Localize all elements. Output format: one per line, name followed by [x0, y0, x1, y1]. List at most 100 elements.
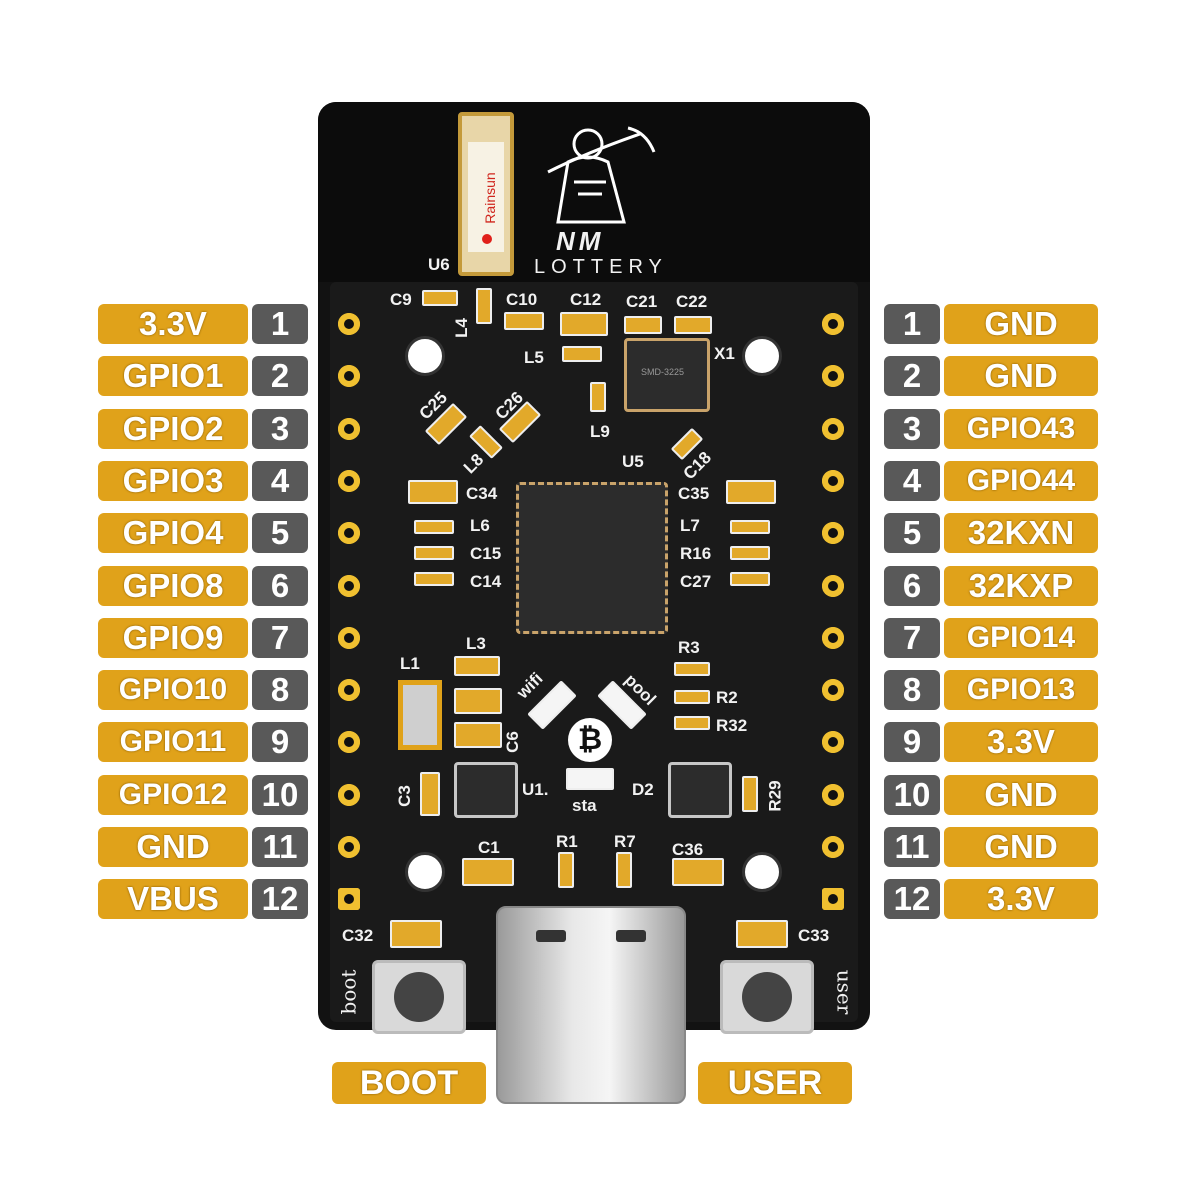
right-header-pad: [822, 469, 844, 492]
left-pin-label: GPIO2: [98, 408, 248, 449]
boot-button-cap[interactable]: [394, 972, 444, 1022]
silk-U6: U6: [428, 255, 450, 274]
right-pin-number: 7: [884, 617, 940, 658]
left-header-pad: [338, 417, 360, 440]
capacitor: [420, 772, 440, 816]
capacitor: [562, 346, 602, 362]
right-pin-number: 4: [884, 460, 940, 501]
left-header-pad: [338, 574, 360, 597]
capacitor: [672, 858, 724, 886]
right-pin-label: GND: [944, 304, 1098, 344]
silk-C32: C32: [342, 926, 374, 945]
right-pin-number: 10: [884, 774, 940, 815]
silk-L6: L6: [470, 516, 490, 535]
right-pin-label: 32KXN: [944, 513, 1098, 554]
left-header-pad: [338, 888, 360, 911]
capacitor: [504, 312, 544, 330]
left-pin-number: 10: [252, 774, 308, 815]
miner-logo-icon: [547, 126, 656, 224]
capacitor: [454, 656, 500, 676]
resistor: [616, 852, 632, 888]
ic-d2: [668, 762, 732, 818]
mounting-hole: [405, 852, 445, 892]
silk-R3: R3: [678, 638, 700, 657]
boot-button[interactable]: [372, 960, 466, 1034]
silk-D2: D2: [632, 780, 654, 799]
right-pin-number: 8: [884, 670, 940, 711]
left-pin-number: 8: [252, 670, 308, 711]
silk-C36: C36: [672, 840, 704, 859]
silk-C33: C33: [798, 926, 830, 945]
right-pin-number: 3: [884, 408, 940, 449]
right-pin-label: GPIO43: [944, 408, 1098, 449]
capacitor: [674, 316, 712, 334]
left-pin-number: 3: [252, 408, 308, 449]
left-pin-label: VBUS: [98, 879, 248, 920]
silk-L7: L7: [680, 516, 700, 535]
usb-c-connector[interactable]: [496, 906, 686, 1104]
right-pin-number: 2: [884, 356, 940, 397]
left-header-pad: [338, 731, 360, 754]
left-header-pad: [338, 313, 360, 335]
silk-user: user: [832, 969, 857, 1015]
silk-C3: C3: [394, 785, 414, 807]
silk-C27: C27: [680, 572, 712, 591]
silk-R2: R2: [716, 688, 738, 707]
antenna-brand: Rainsun: [482, 172, 498, 224]
silk-C12: C12: [570, 290, 602, 309]
silk-R16: R16: [680, 544, 712, 563]
capacitor: [462, 858, 514, 886]
user-button-cap[interactable]: [742, 972, 792, 1022]
left-pin-label: GPIO3: [98, 460, 248, 501]
right-pin-number: 11: [884, 827, 940, 867]
right-header-pad: [822, 783, 844, 806]
led-sta: [566, 768, 614, 790]
capacitor: [408, 480, 458, 504]
left-pin-number: 7: [252, 617, 308, 658]
user-button[interactable]: [720, 960, 814, 1034]
silk-R29: R29: [765, 780, 785, 812]
resistor: [742, 776, 758, 812]
boot-label: BOOT: [332, 1062, 486, 1104]
silk-C1: C1: [478, 838, 500, 857]
capacitor: [414, 546, 454, 560]
capacitor: [730, 546, 770, 560]
resistor: [674, 716, 710, 730]
right-header-pad: [822, 365, 844, 388]
mounting-hole: [742, 852, 782, 892]
user-label: USER: [698, 1062, 852, 1104]
capacitor: [414, 520, 454, 534]
capacitor: [414, 572, 454, 586]
silk-X1: X1: [714, 344, 735, 363]
left-header-pad: [338, 836, 360, 858]
capacitor: [730, 572, 770, 586]
right-header-pad: [822, 731, 844, 754]
right-pin-label: 3.3V: [944, 722, 1098, 763]
right-header-pad: [822, 626, 844, 649]
silk-L9: L9: [590, 422, 610, 441]
silk-boot: boot: [336, 969, 361, 1015]
capacitor: [726, 480, 776, 504]
right-pin-label: GND: [944, 356, 1098, 397]
capacitor: [454, 688, 502, 714]
right-header-pad: [822, 417, 844, 440]
silk-C34: C34: [466, 484, 498, 503]
antenna-dot: [482, 234, 492, 244]
silk-sta: sta: [572, 796, 597, 815]
right-pin-label: GND: [944, 774, 1098, 815]
left-pin-label: GPIO1: [98, 356, 248, 397]
silk-R7: R7: [614, 832, 636, 851]
